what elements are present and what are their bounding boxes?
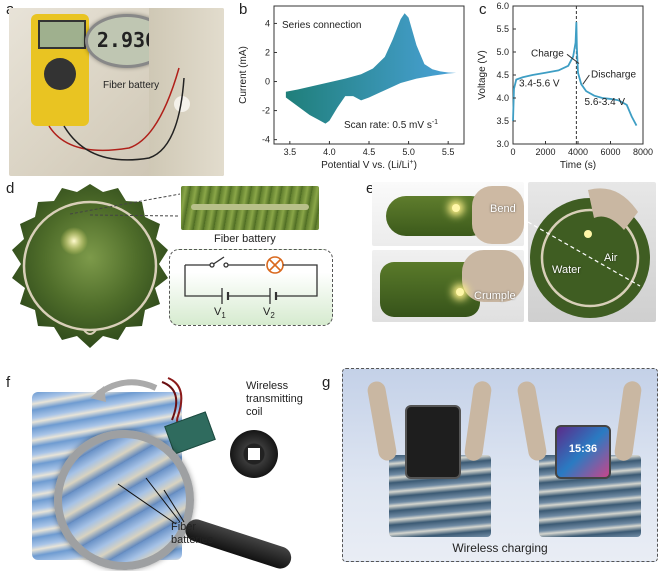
crochet-doily bbox=[12, 184, 168, 348]
circuit-schematic bbox=[184, 256, 318, 304]
air-label: Air bbox=[604, 252, 618, 264]
photo-crumple: Crumple bbox=[372, 250, 524, 322]
test-leads bbox=[48, 67, 185, 161]
y-tick-label-b: 2 bbox=[265, 47, 270, 57]
curved-arrow bbox=[90, 379, 158, 402]
photo-crochet-coaster bbox=[4, 182, 176, 352]
x-tick-label-b: 5.5 bbox=[442, 147, 455, 157]
panel-label-d: d bbox=[6, 180, 15, 197]
x-tick-label-c: 2000 bbox=[535, 147, 555, 157]
x-axis-label-b: Potential V vs. (Li/Li+) bbox=[321, 159, 417, 171]
meter-reading: 2.936 bbox=[96, 28, 158, 52]
phone-dark bbox=[405, 405, 461, 479]
zoomed-fiber-battery bbox=[181, 186, 319, 230]
x-tick-label-c: 8000 bbox=[633, 147, 653, 157]
charge-arrow bbox=[566, 53, 580, 64]
y-tick-label-c: 4.5 bbox=[496, 70, 509, 80]
x-tick-label-c: 4000 bbox=[568, 147, 588, 157]
panel-label-c: c bbox=[479, 1, 487, 18]
photo-water: Air Water bbox=[528, 182, 656, 322]
annotation-series-connection: Series connection bbox=[282, 20, 362, 31]
fiber-strand bbox=[191, 204, 309, 210]
zoom-callout-lines bbox=[69, 193, 181, 217]
panel-label-f: f bbox=[6, 374, 11, 391]
bend-label: Bend bbox=[490, 203, 516, 215]
y-tick-label-c: 6.0 bbox=[496, 1, 509, 11]
phone-time: 15:36 bbox=[568, 443, 598, 455]
panel-label-e: e bbox=[366, 180, 375, 197]
y-tick-label-b: 4 bbox=[265, 18, 270, 28]
wireless-charging-box: 15:36 Wireless charging bbox=[342, 368, 658, 562]
discharge-label: Discharge bbox=[591, 69, 636, 80]
x-tick-label-b: 4.0 bbox=[323, 147, 336, 157]
hand-left bbox=[366, 380, 398, 462]
chart-c: 0 2000 4000 6000 8000 3.0 3.5 4.0 4.5 5.0 5.5 6.0Ch… bbox=[477, 1, 653, 171]
x-tick-label-b: 5.0 bbox=[402, 147, 415, 157]
hand-right-2 bbox=[613, 380, 643, 462]
photo-bag-magnifier: Wireless transmitting coil Fiber batteri… bbox=[8, 376, 338, 571]
photo-bend: Bend bbox=[372, 182, 524, 246]
phone-charging: 15:36 bbox=[555, 425, 611, 479]
multimeter-dial bbox=[44, 58, 76, 90]
hand-left-2 bbox=[516, 380, 548, 462]
coil-center bbox=[248, 448, 260, 460]
x-tick-label-b: 4.5 bbox=[363, 147, 376, 157]
fiber-batteries-label: Fiber batteries bbox=[171, 521, 214, 546]
y-tick-label-b: -2 bbox=[262, 106, 270, 116]
charge-label: Charge bbox=[531, 49, 564, 60]
fiber-battery-label-d: Fiber battery bbox=[214, 233, 276, 245]
x-tick-label-c: 6000 bbox=[600, 147, 620, 157]
x-axis-label-c: Time (s) bbox=[560, 160, 596, 171]
y-axis-label-c: Voltage (V) bbox=[477, 50, 488, 99]
v1-label: V1 bbox=[214, 306, 226, 321]
y-tick-label-c: 5.5 bbox=[496, 24, 509, 34]
y-tick-label-b: -4 bbox=[262, 135, 270, 145]
panel-label-g: g bbox=[322, 374, 331, 391]
fiber-battery-label-a: Fiber battery bbox=[103, 80, 160, 91]
discharge-arrow bbox=[582, 74, 590, 85]
wireless-charging-caption: Wireless charging bbox=[452, 541, 548, 555]
discharge-range-label: 5.6-3.4 V bbox=[585, 97, 626, 108]
voltage-line bbox=[512, 22, 638, 127]
v2-label: V2 bbox=[263, 306, 275, 321]
glove-hand-2 bbox=[462, 250, 524, 302]
panel-label-b: b bbox=[239, 1, 248, 18]
hand-right bbox=[463, 380, 493, 462]
circuit-diagram: V1 V2 bbox=[169, 249, 333, 326]
chart-b: 3.5 4.0 4.5 5.0 5.5 -4 -2 0 2 4 Series connectionS… bbox=[238, 5, 465, 171]
y-axis-label-b: Current (mA) bbox=[238, 46, 249, 104]
charge-range-label: 3.4-5.6 V bbox=[519, 79, 560, 90]
wireless-coil bbox=[230, 430, 278, 478]
water-label: Water bbox=[552, 264, 581, 276]
glove-hand bbox=[472, 186, 524, 244]
fiber-pointer-lines bbox=[117, 477, 185, 525]
crumple-label: Crumple bbox=[474, 290, 516, 302]
flower bbox=[174, 96, 190, 112]
x-tick-label-c: 0 bbox=[510, 147, 515, 157]
coil-label: Wireless transmitting coil bbox=[246, 380, 303, 418]
photo-multimeter: 2.936 Fiber battery bbox=[9, 8, 224, 176]
annotation-scan-rate: Scan rate: 0.5 mV s-1 bbox=[344, 119, 438, 131]
y-tick-label-c: 3.0 bbox=[496, 139, 509, 149]
y-tick-label-b: 0 bbox=[265, 77, 270, 87]
doily-in-water bbox=[528, 188, 650, 318]
cv-area bbox=[285, 13, 457, 124]
garment bbox=[149, 8, 224, 176]
led-glow-2 bbox=[456, 288, 464, 296]
y-tick-label-c: 3.5 bbox=[496, 116, 509, 126]
y-tick-label-c: 4.0 bbox=[496, 93, 509, 103]
led-glow bbox=[452, 204, 460, 212]
x-tick-label-b: 3.5 bbox=[284, 147, 297, 157]
y-tick-label-c: 5.0 bbox=[496, 47, 509, 57]
